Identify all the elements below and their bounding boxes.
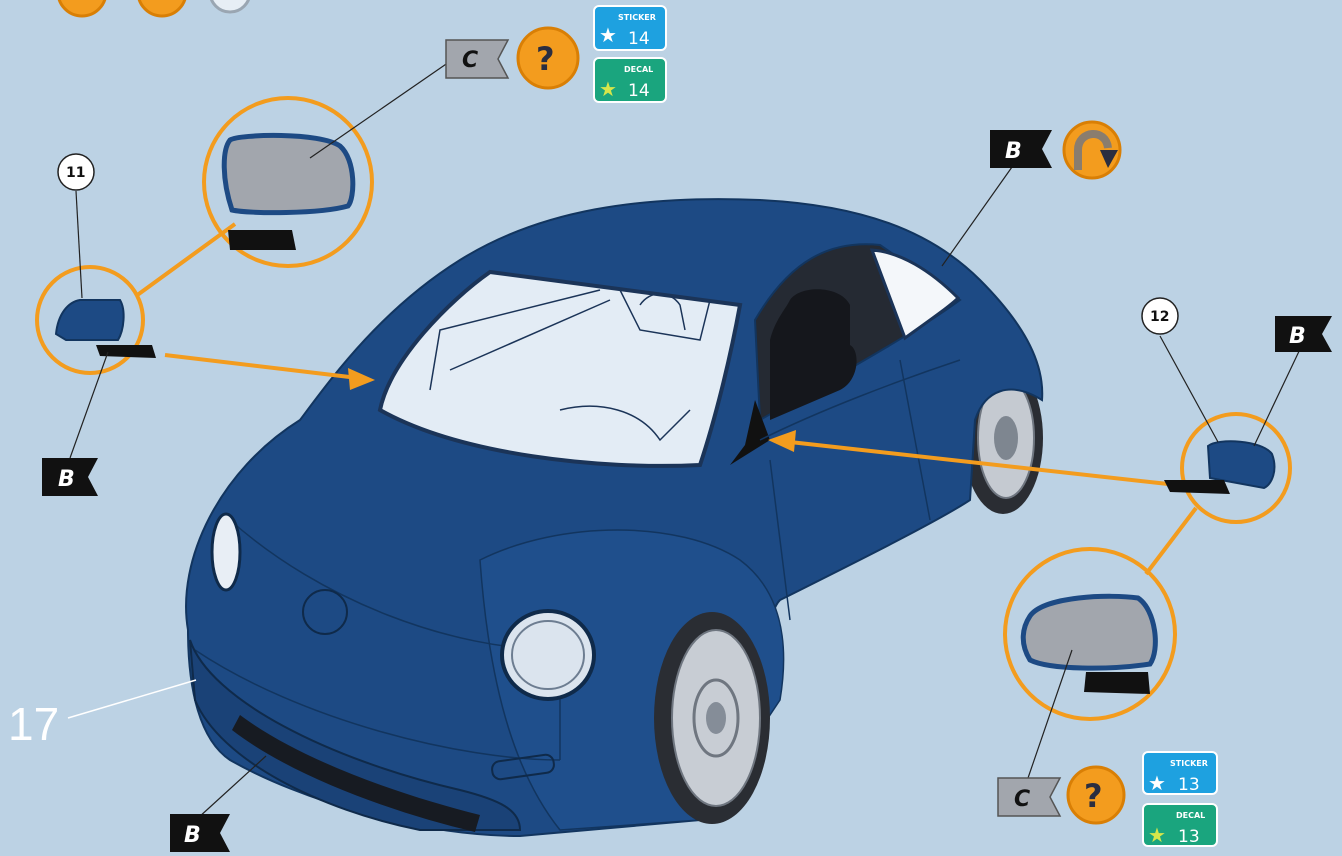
svg-text:14: 14 [628,29,650,49]
svg-text:DECAL: DECAL [1176,811,1205,820]
svg-text:C: C [1014,787,1030,812]
step-number: 17 [8,698,59,750]
car-illustration [186,199,1043,836]
svg-text:STICKER: STICKER [1170,759,1208,768]
svg-text:14: 14 [628,81,650,101]
question-mark-icon: ? [518,28,578,88]
svg-text:?: ? [1084,777,1103,815]
step-leader [68,680,196,718]
svg-text:C: C [462,48,478,73]
svg-text:DECAL: DECAL [624,65,653,74]
svg-text:12: 12 [1150,309,1169,325]
svg-text:STICKER: STICKER [618,13,656,22]
paint-flag-b-bumper: B [170,814,230,852]
left-headlight [212,514,240,590]
sticker-badge-bottom: STICKER ★ 13 [1143,752,1217,795]
svg-text:11: 11 [66,165,85,181]
right-mirror-group [1005,336,1302,778]
svg-text:B: B [184,823,201,848]
paint-flag-b-right: B [1275,316,1332,352]
svg-text:?: ? [536,40,555,78]
svg-text:13: 13 [1178,775,1200,795]
star-icon: ★ [599,23,617,47]
paint-flag-c-top: C [446,40,508,78]
part-callout-12: 12 [1142,298,1178,334]
star-icon: ★ [1148,823,1166,847]
sticker-badge-top: STICKER ★ 14 [594,6,666,50]
decal-badge-bottom: DECAL ★ 13 [1143,804,1217,847]
right-headlight [502,611,594,699]
star-icon: ★ [1148,771,1166,795]
paint-flag-c-bottom: C [998,778,1060,816]
paint-flag-b-roof: B [990,130,1052,168]
paint-flag-b-left: B [42,458,98,496]
question-mark-icon: ? [1068,767,1124,823]
rotate-arrow-icon [1064,122,1120,178]
svg-text:13: 13 [1178,827,1200,847]
decal-badge-top: DECAL ★ 14 [594,58,666,102]
svg-text:B: B [1005,139,1022,164]
part-callout-11: 11 [58,154,94,190]
front-wheel [654,612,770,824]
top-edge-icons [58,0,250,16]
svg-text:B: B [58,467,75,492]
svg-text:B: B [1289,324,1306,349]
star-icon: ★ [599,77,617,101]
